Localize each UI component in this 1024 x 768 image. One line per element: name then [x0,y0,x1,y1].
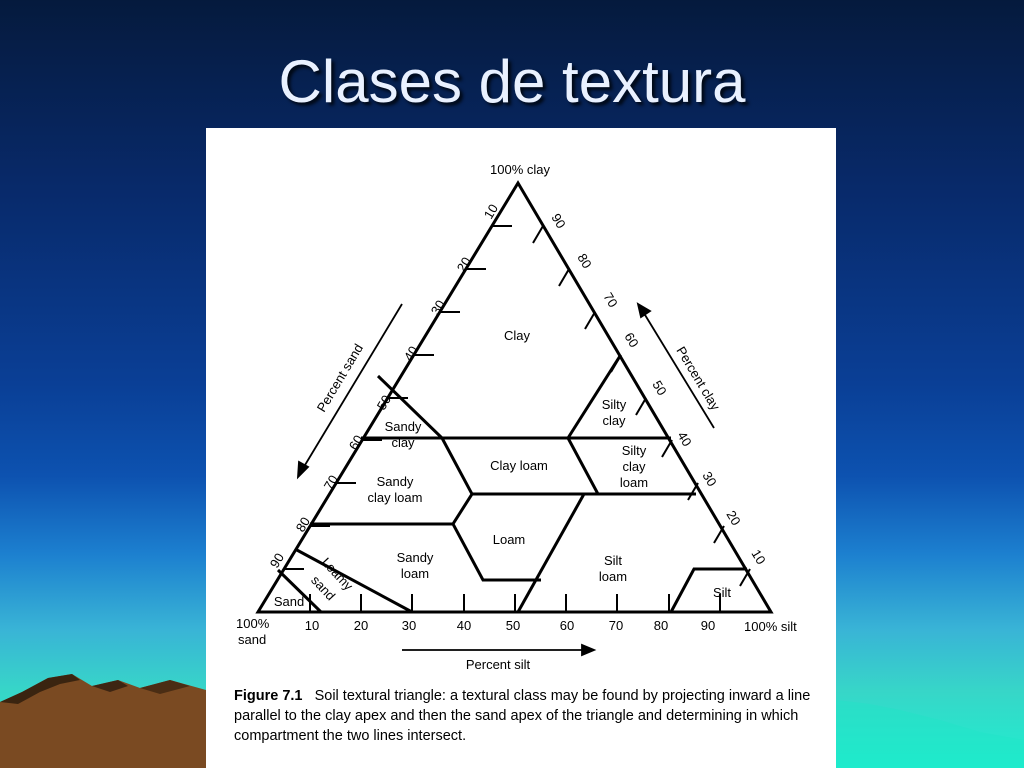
percent-silt-arrow-icon [581,643,597,657]
percent-clay-arrow-icon [636,302,652,319]
axis-silt-label: Percent silt [466,657,531,672]
slide-title: Clases de textura [278,48,746,115]
right-tick-label: 80 [574,251,594,271]
left-tick-marks [284,225,512,570]
class-loam: Loam [493,532,526,547]
caption-text: Soil textural triangle: a textural class… [234,688,811,744]
bottom-tick-label: 60 [560,618,574,633]
right-tick-label: 90 [548,211,568,231]
bottom-tick-label: 20 [354,618,368,633]
bottom-tick-label: 30 [402,618,416,633]
apex-label: 100% clay [490,162,550,177]
left-tick-label: 40 [401,343,421,363]
left-tick-labels: 10 20 30 40 50 60 70 80 90 [267,201,501,570]
left-tick-label: 20 [454,254,474,274]
right-tick-label: 40 [674,429,694,449]
class-silt-loam: Silt [604,553,622,568]
left-tick-label: 10 [481,201,501,221]
class-clay-loam: Clay loam [490,458,548,473]
silt-boundary [669,567,747,613]
class-sandy-clay-loam: clay loam [368,490,423,505]
bottom-tick-label: 10 [305,618,319,633]
sandy-loam-boundary [294,547,413,614]
class-silty-clay-loam: loam [620,475,648,490]
class-sandy-clay: clay [391,435,415,450]
class-sand: Sand [274,594,304,609]
bottom-tick-label: 70 [609,618,623,633]
right-tick-label: 60 [621,330,641,350]
mountain-landscape [0,674,1024,768]
right-tick-label: 10 [748,547,768,567]
right-tick-label: 30 [699,469,719,489]
left-tick-label: 80 [293,514,313,534]
bottom-tick-label: 90 [701,618,715,633]
percent-sand-arrow-icon [296,460,310,480]
class-clay: Clay [504,328,531,343]
silt-loam-left [516,493,586,613]
left-tick-label: 90 [267,550,287,570]
class-sandy-loam: loam [401,566,429,581]
sand-corner-label-2: sand [238,632,266,647]
right-tick-label: 50 [649,378,669,398]
soil-texture-triangle: 100% clay 100% sand 100% silt Percent sa… [236,162,797,672]
loamy-sand-boundary [276,568,323,614]
caption-label: Figure 7.1 [234,688,303,704]
left-tick-label: 30 [428,297,448,317]
bottom-tick-label: 50 [506,618,520,633]
right-tick-label: 70 [600,290,620,310]
figure-panel: 100% clay 100% sand 100% silt Percent sa… [206,128,836,768]
silt-corner-label: 100% silt [744,619,797,634]
left-tick-label: 60 [346,432,366,452]
class-silty-clay-loam: clay [622,459,646,474]
class-sandy-loam: Sandy [397,550,434,565]
left-tick-label: 70 [321,472,341,492]
class-silty-clay: clay [602,413,626,428]
class-sandy-clay-loam: Sandy [377,474,414,489]
left-tick-label: 50 [374,392,394,412]
figure-caption: Figure 7.1 Soil textural triangle: a tex… [234,686,824,746]
bottom-tick-marks [309,594,721,612]
bottom-tick-label: 40 [457,618,471,633]
class-sandy-clay: Sandy [385,419,422,434]
direction-arrows [296,302,715,657]
right-tick-label: 20 [723,508,743,528]
bottom-tick-label: 80 [654,618,668,633]
class-silty-clay-loam: Silty [622,443,647,458]
silty-clay-left [566,355,622,439]
bottom-tick-labels: 10 20 30 40 50 60 70 80 90 [305,618,715,633]
sand-corner-label-1: 100% [236,616,270,631]
class-silt: Silt [713,585,731,600]
class-silt-loam: loam [599,569,627,584]
right-tick-labels: 90 80 70 60 50 40 30 20 10 [548,211,768,567]
class-boundaries [276,355,747,614]
class-silty-clay: Silty [602,397,627,412]
